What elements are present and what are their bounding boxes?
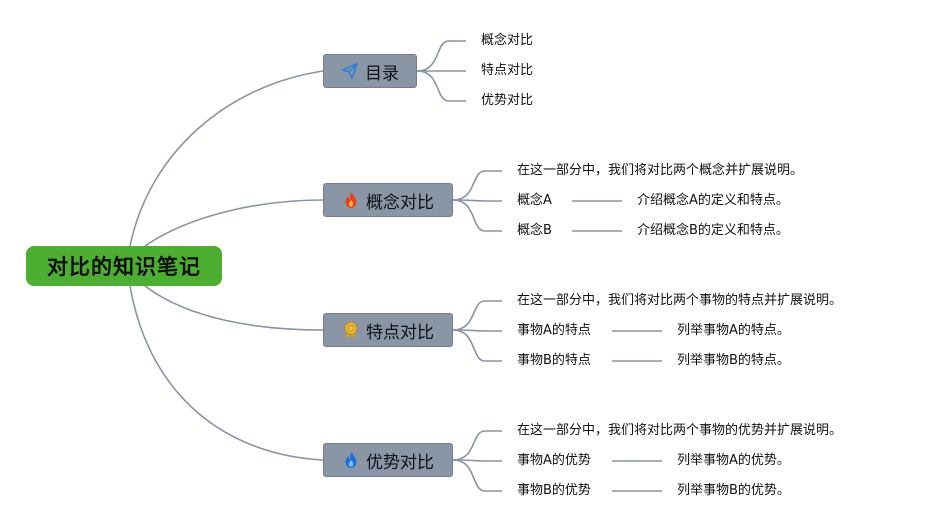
connector-root-branch (144, 199, 324, 247)
leaf-topic[interactable]: 概念A (517, 193, 552, 208)
connector-root-branch (129, 70, 324, 247)
branch-topic-concept[interactable]: 概念对比 (323, 183, 453, 217)
connector-branch-leaf (452, 199, 502, 202)
connector-root-branch (144, 285, 324, 331)
leaf-topic[interactable]: 概念B (517, 223, 552, 238)
leaf-topic[interactable]: 优势对比 (481, 93, 534, 108)
connector-branch-leaf (452, 329, 502, 332)
leaf-topic[interactable]: 事物A的特点 (517, 323, 591, 338)
connector-branch-leaf (452, 459, 502, 492)
root-topic-label: 对比的知识笔记 (47, 255, 201, 279)
award-ribbon-icon (344, 321, 358, 339)
leaf-topic[interactable]: 事物B的特点 (517, 353, 591, 368)
root-topic[interactable]: 对比的知识笔记 (26, 246, 222, 286)
connector-branch-leaf (452, 430, 502, 461)
leaf-topic[interactable]: 在这一部分中，我们将对比两个事物的特点并扩展说明。 (517, 293, 843, 308)
connector-branch-leaf (416, 40, 466, 72)
leaf-detail[interactable]: 介绍概念A的定义和特点。 (637, 193, 789, 208)
flame-blue-icon (345, 451, 357, 469)
leaf-detail[interactable]: 列举事物B的优势。 (677, 483, 790, 498)
connector-branch-leaf (452, 459, 502, 462)
connector-branch-leaf (452, 329, 502, 362)
branch-topic-label: 优势对比 (366, 452, 434, 473)
leaf-topic[interactable]: 事物A的优势 (517, 453, 591, 468)
branch-topic-features[interactable]: 特点对比 (323, 313, 453, 347)
connector-root-branch (129, 285, 324, 461)
fire-icon (345, 191, 357, 209)
branch-topic-label: 概念对比 (366, 192, 434, 213)
connector-branch-leaf (452, 199, 502, 232)
connector-branch-leaf (452, 170, 502, 201)
paper-plane-icon (341, 62, 359, 80)
branch-topic-advantages[interactable]: 优势对比 (323, 443, 453, 477)
branch-topic-label: 目录 (365, 63, 399, 84)
leaf-detail[interactable]: 列举事物A的优势。 (677, 453, 790, 468)
branch-topic-label: 特点对比 (366, 322, 434, 343)
leaf-topic[interactable]: 在这一部分中，我们将对比两个事物的优势并扩展说明。 (517, 423, 843, 438)
connector-branch-leaf (452, 300, 502, 331)
branch-topic-catalog[interactable]: 目录 (323, 54, 417, 88)
leaf-detail[interactable]: 列举事物B的特点。 (677, 353, 790, 368)
leaf-topic[interactable]: 事物B的优势 (517, 483, 591, 498)
leaf-topic[interactable]: 在这一部分中，我们将对比两个概念并扩展说明。 (517, 163, 804, 178)
connector-branch-leaf (416, 70, 466, 102)
leaf-topic[interactable]: 概念对比 (481, 33, 534, 48)
leaf-topic[interactable]: 特点对比 (481, 63, 534, 78)
leaf-detail[interactable]: 介绍概念B的定义和特点。 (637, 223, 789, 238)
leaf-detail[interactable]: 列举事物A的特点。 (677, 323, 790, 338)
